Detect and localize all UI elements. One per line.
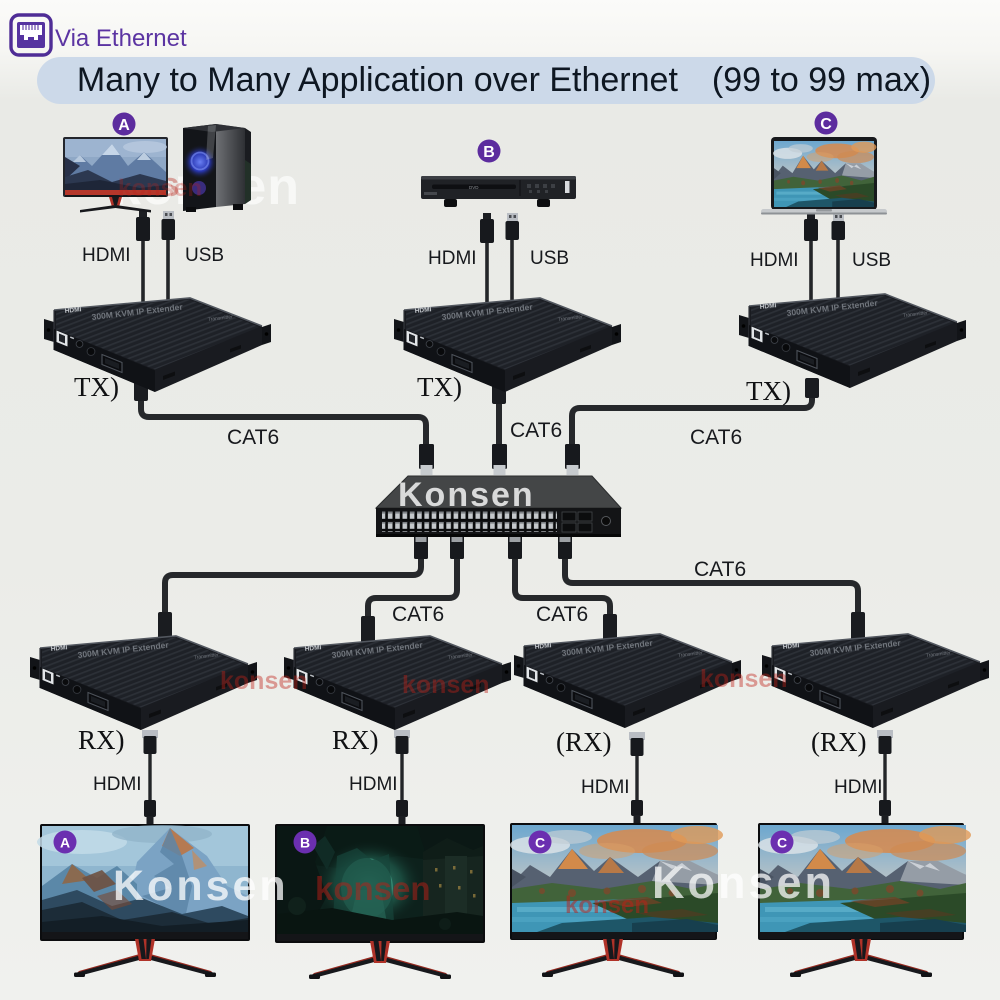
svg-text:TX): TX) [746, 376, 791, 406]
svg-text:konsen: konsen [565, 892, 649, 919]
svg-text:HDMI: HDMI [349, 774, 398, 795]
svg-text:USB: USB [185, 245, 224, 266]
svg-text:konsen: konsen [402, 671, 490, 699]
svg-text:Konsen: Konsen [398, 476, 535, 514]
svg-text:TX): TX) [74, 372, 119, 402]
svg-text:CAT6: CAT6 [510, 419, 562, 442]
svg-text:HDMI: HDMI [428, 248, 477, 269]
svg-text:konsen: konsen [118, 175, 202, 202]
svg-text:B: B [300, 835, 310, 851]
svg-text:USB: USB [852, 250, 891, 271]
svg-text:konsen: konsen [700, 665, 788, 693]
svg-text:C: C [777, 835, 787, 851]
svg-text:RX): RX) [78, 725, 125, 755]
svg-text:Konsen: Konsen [113, 862, 289, 910]
svg-text:A: A [118, 117, 130, 134]
svg-text:RX): RX) [332, 725, 379, 755]
svg-text:USB: USB [530, 248, 569, 269]
svg-text:B: B [483, 144, 495, 161]
svg-text:(RX): (RX) [811, 727, 867, 757]
svg-text:CAT6: CAT6 [690, 426, 742, 449]
svg-text:A: A [60, 835, 70, 851]
svg-text:CAT6: CAT6 [694, 558, 746, 581]
svg-text:DVD: DVD [469, 185, 479, 190]
svg-text:TX): TX) [417, 372, 462, 402]
svg-text:Konsen: Konsen [652, 857, 835, 908]
svg-text:C: C [535, 835, 545, 851]
svg-text:CAT6: CAT6 [227, 426, 279, 449]
svg-text:C: C [820, 116, 832, 133]
svg-text:HDMI: HDMI [834, 777, 883, 798]
svg-text:konsen: konsen [315, 870, 431, 907]
svg-text:konsen: konsen [220, 667, 308, 695]
svg-text:CAT6: CAT6 [536, 603, 588, 626]
svg-text:Many to Many Application over: Many to Many Application over Ethernet (… [77, 61, 931, 99]
svg-text:Via Ethernet: Via Ethernet [55, 25, 187, 52]
svg-text:HDMI: HDMI [750, 250, 799, 271]
svg-text:CAT6: CAT6 [392, 603, 444, 626]
svg-text:HDMI: HDMI [581, 777, 630, 798]
svg-text:(RX): (RX) [556, 727, 612, 757]
svg-text:HDMI: HDMI [93, 774, 142, 795]
svg-text:HDMI: HDMI [82, 245, 131, 266]
